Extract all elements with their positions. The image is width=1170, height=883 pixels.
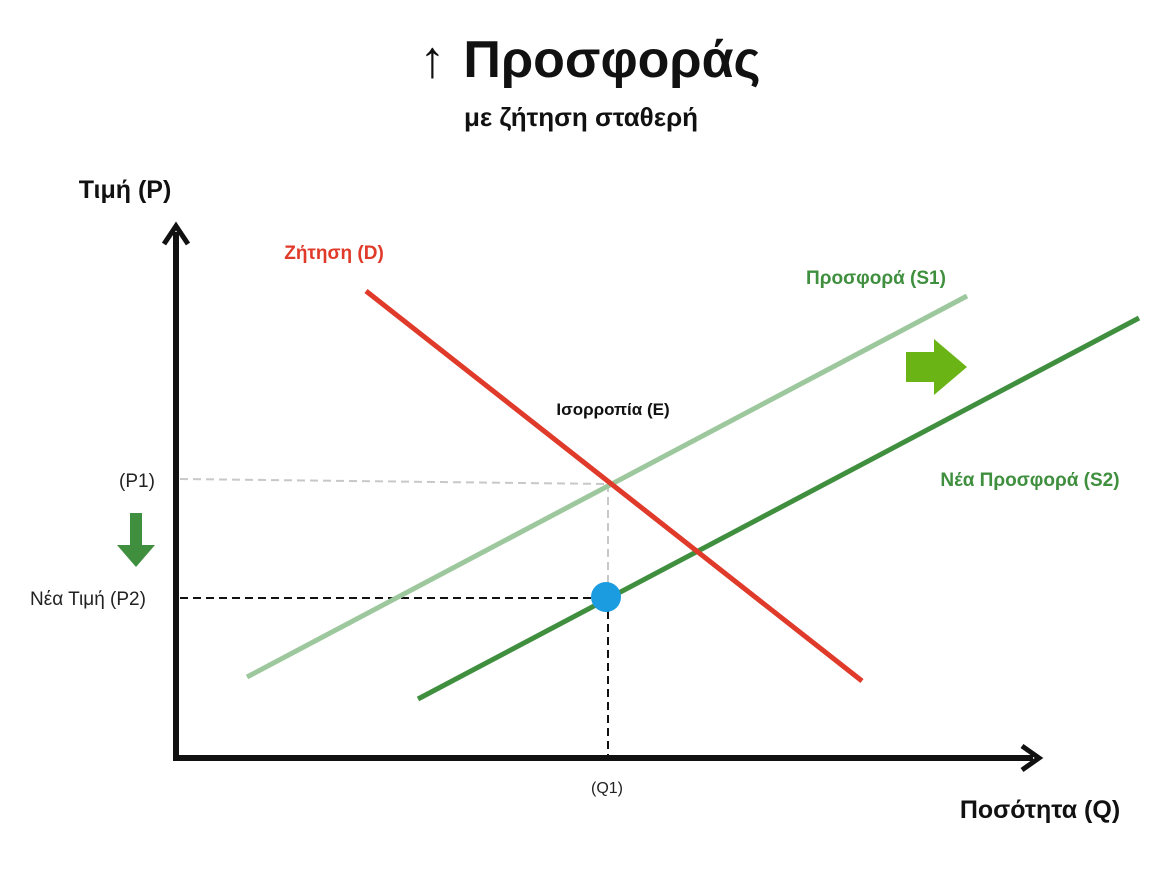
equilibrium-label: Ισορροπία (E) [556, 400, 669, 419]
x-axis-label: Ποσότητα (Q) [960, 796, 1120, 824]
supply1-label: Προσφορά (S1) [806, 268, 946, 289]
supply-curve-s2 [416, 315, 1141, 702]
supply2-label: Νέα Προσφορά (S2) [940, 470, 1119, 491]
page-title: ↑ Προσφοράς [419, 31, 760, 89]
demand-curve [364, 289, 864, 683]
p1-tick-label: (P1) [119, 471, 155, 492]
right-arrow-icon [906, 339, 967, 395]
title-arrow-icon: ↑ [419, 31, 445, 89]
q1-tick-label: (Q1) [591, 780, 623, 797]
p2-tick-label: Νέα Τιμή (P2) [30, 589, 146, 610]
page-subtitle: με ζήτηση σταθερή [464, 102, 698, 132]
new-equilibrium-point [591, 582, 621, 612]
down-arrow-icon [117, 513, 155, 567]
supply-curve-s1 [245, 293, 969, 680]
y-axis-arrowhead-icon [161, 221, 191, 246]
title-text: Προσφοράς [463, 31, 760, 89]
y-axis-label: Τιμή (P) [79, 176, 172, 204]
x-axis-arrowhead-icon [1020, 743, 1044, 773]
p1-guide-line [179, 478, 609, 485]
demand-label: Ζήτηση (D) [284, 243, 384, 264]
axes [161, 221, 1044, 773]
